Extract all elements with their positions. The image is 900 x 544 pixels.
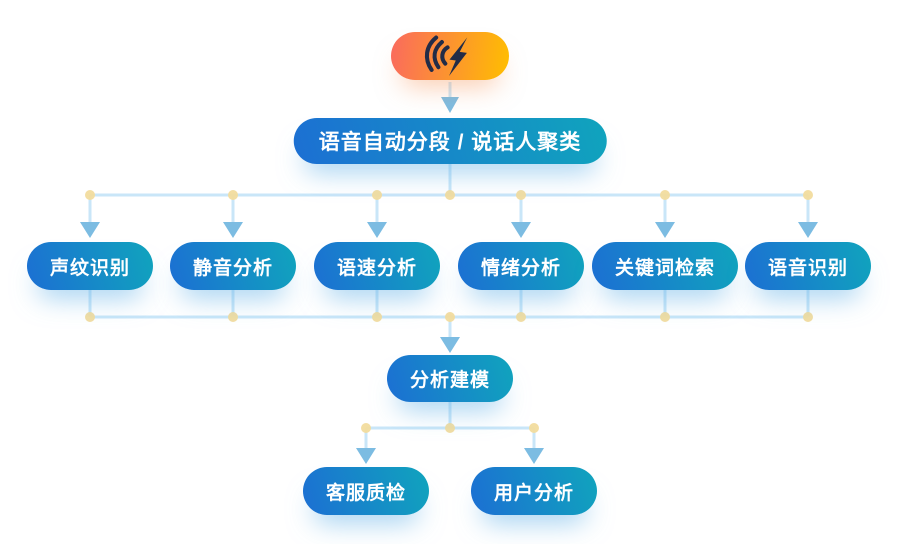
node-label: 语速分析 <box>336 257 418 279</box>
arrow-down-icon <box>367 222 387 238</box>
junction-dot <box>516 312 526 322</box>
node-customer-service-qc: 客服质检 <box>302 467 430 515</box>
node-label: 分析建模 <box>409 370 491 391</box>
junction-dot <box>85 312 95 322</box>
sound-wave-lightning-icon <box>424 35 468 76</box>
junction-dot <box>85 190 95 200</box>
node-label: 客服质检 <box>325 482 407 504</box>
junction-dot <box>529 423 539 433</box>
junction-dot <box>361 423 371 433</box>
title-to-branches-connector <box>80 164 818 238</box>
node-keyword-search: 关键词检索 <box>591 242 739 290</box>
arrow-down-icon <box>798 222 818 238</box>
root-icon-pill <box>391 32 509 80</box>
node-voiceprint-recognition: 声纹识别 <box>26 242 154 290</box>
junction-dot <box>803 312 813 322</box>
arrow-down-icon <box>441 97 459 113</box>
node-user-analysis: 用户分析 <box>470 467 598 515</box>
junction-dot <box>372 312 382 322</box>
node-label: 声纹识别 <box>49 257 131 279</box>
arrow-down-icon <box>440 337 460 353</box>
node-label: 静音分析 <box>192 257 274 279</box>
node-label: 关键词检索 <box>614 257 716 279</box>
node-emotion-analysis: 情绪分析 <box>457 242 585 290</box>
arrow-down-icon <box>655 222 675 238</box>
junction-dot <box>228 190 238 200</box>
node-silence-analysis: 静音分析 <box>169 242 297 290</box>
junction-dot <box>445 190 455 200</box>
node-speech-segmentation: 语音自动分段 / 说话人聚类 <box>293 118 607 164</box>
junction-dot <box>445 423 455 433</box>
junction-dot <box>516 190 526 200</box>
arrow-down-icon <box>511 222 531 238</box>
junction-dot <box>372 190 382 200</box>
node-analysis-modeling: 分析建模 <box>386 355 514 402</box>
branches-to-merge-connector <box>85 290 813 353</box>
root-to-title-connector <box>441 82 459 113</box>
node-label: 情绪分析 <box>480 257 562 279</box>
arrow-down-icon <box>356 448 376 464</box>
merge-to-outputs-connector <box>356 402 544 464</box>
node-label: 用户分析 <box>493 482 575 504</box>
junction-dot <box>660 190 670 200</box>
junction-dot <box>228 312 238 322</box>
junction-dot <box>803 190 813 200</box>
arrow-down-icon <box>223 222 243 238</box>
node-speech-recognition: 语音识别 <box>744 242 872 290</box>
junction-dot <box>660 312 670 322</box>
node-label: 语音识别 <box>767 257 849 279</box>
arrow-down-icon <box>80 222 100 238</box>
node-label: 语音自动分段 / 说话人聚类 <box>318 131 582 154</box>
arrow-down-icon <box>524 448 544 464</box>
junction-dot <box>445 312 455 322</box>
node-speech-rate-analysis: 语速分析 <box>313 242 441 290</box>
